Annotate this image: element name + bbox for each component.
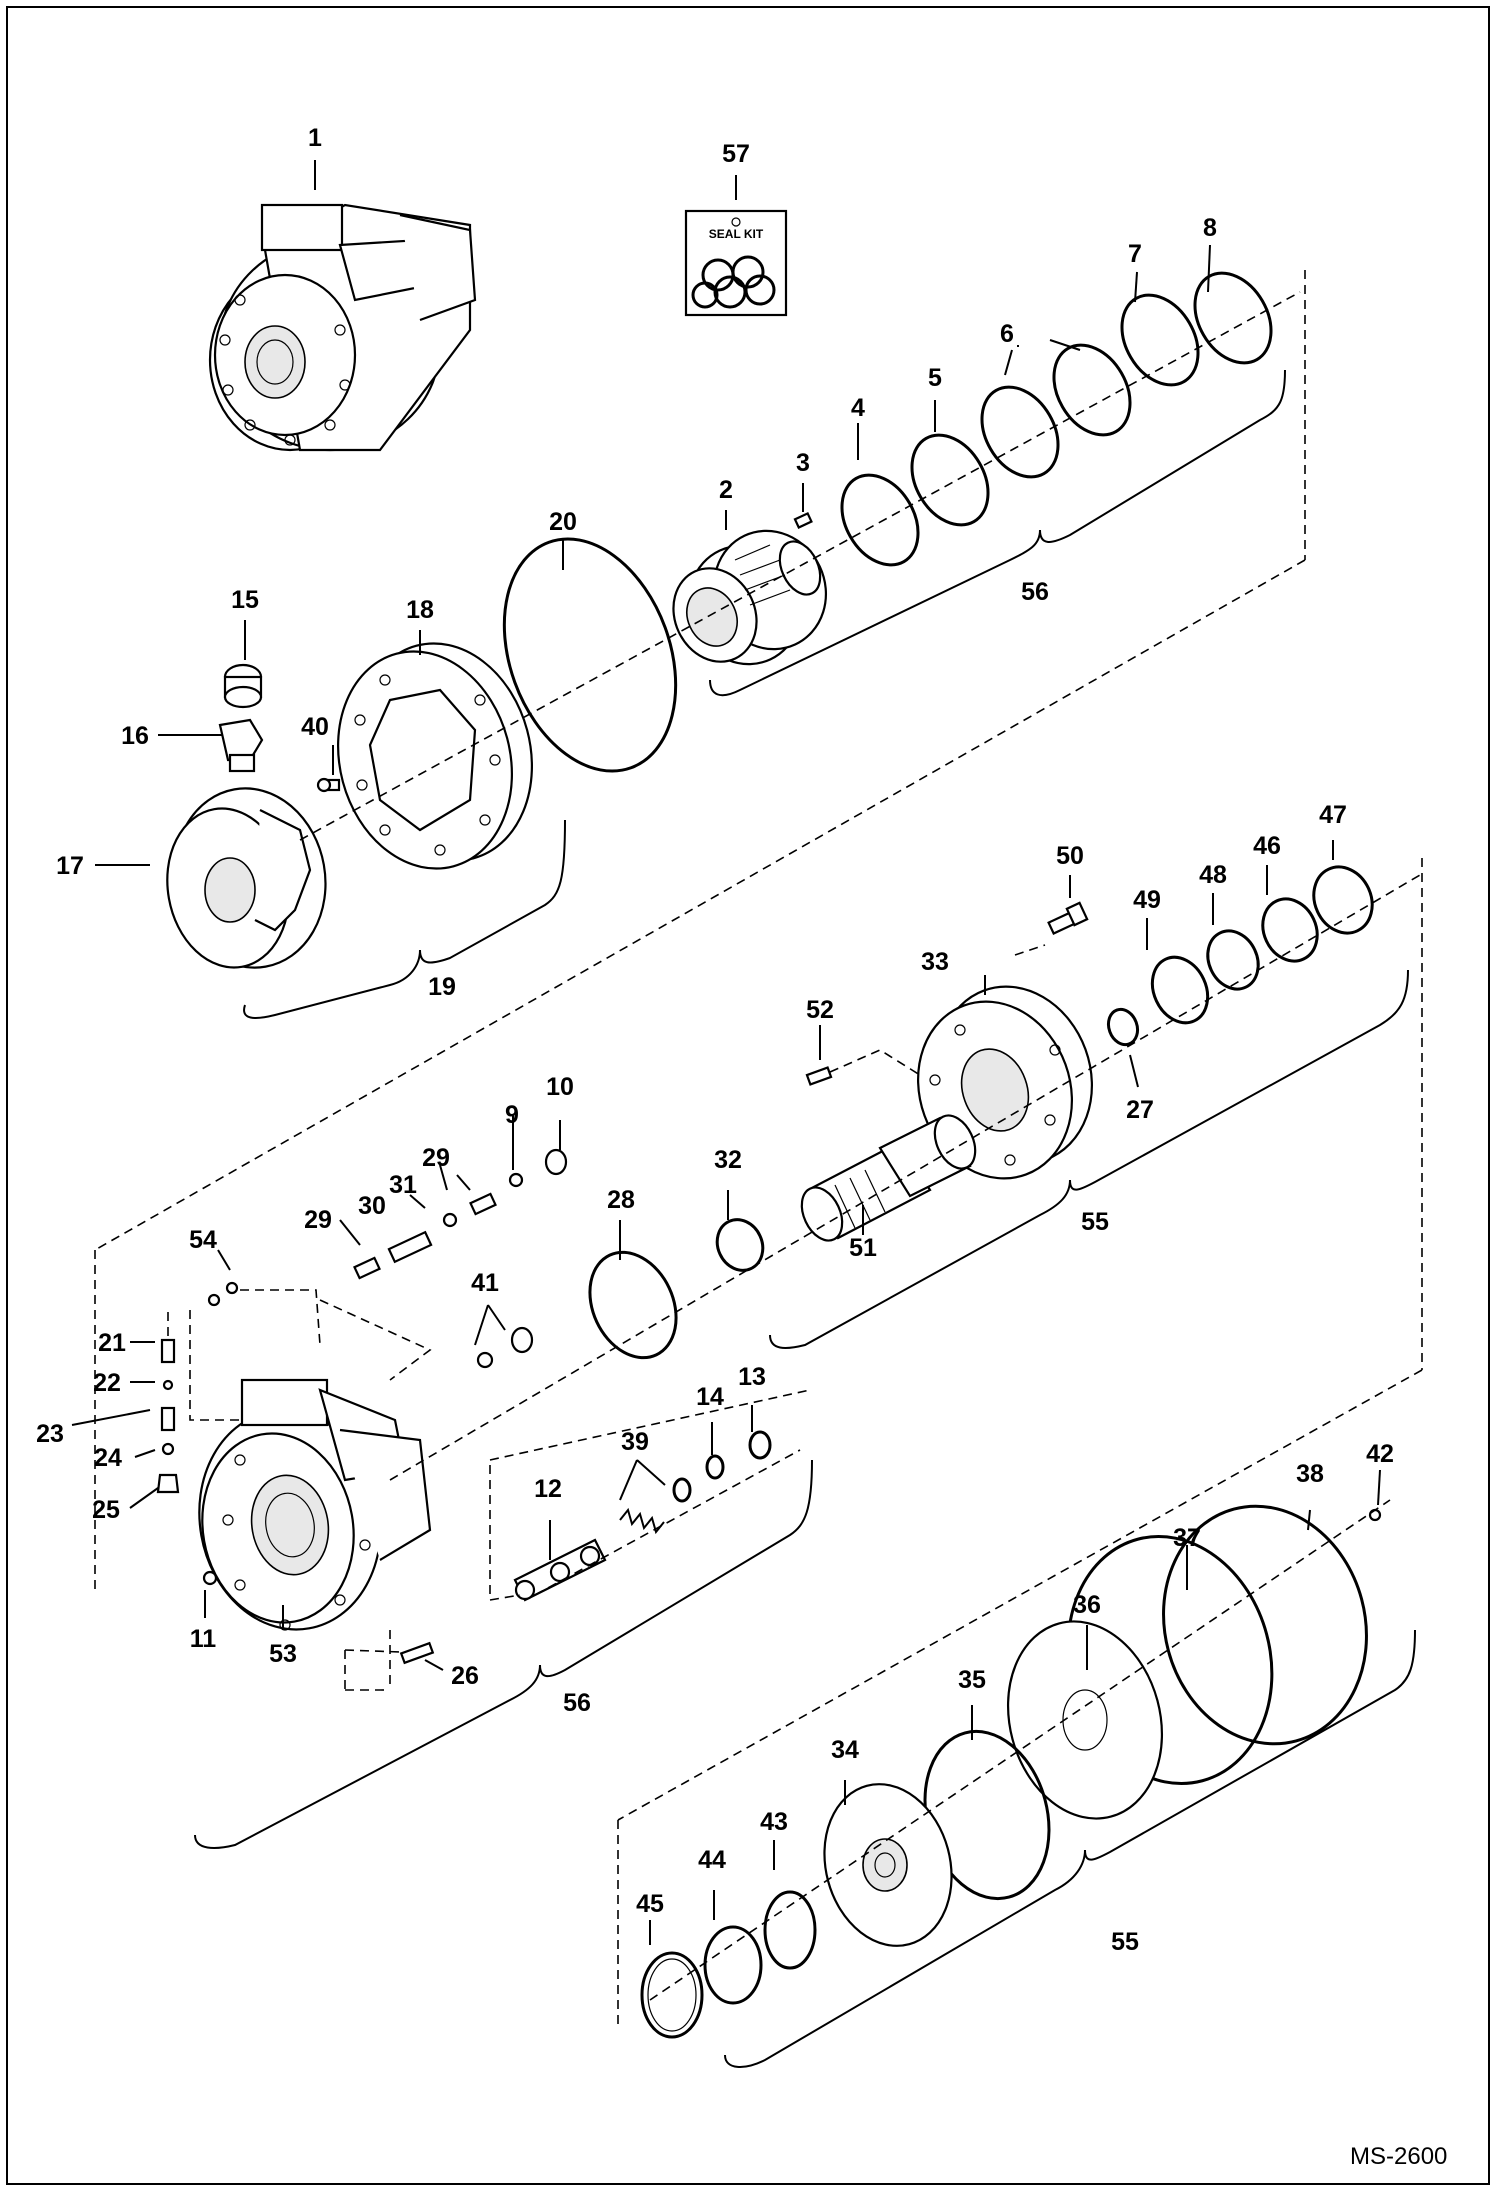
callout-19: 19 — [428, 973, 456, 1001]
leader-lines — [71, 160, 1381, 1945]
callout-40: 40 — [301, 713, 329, 741]
callout-46: 46 — [1253, 832, 1281, 860]
callout-22: 22 — [93, 1369, 121, 1397]
brake-spool-drawing — [513, 1538, 607, 1602]
callout-29a: 29 — [304, 1206, 332, 1234]
callout-5: 5 — [928, 364, 942, 392]
callout-36: 36 — [1073, 1591, 1101, 1619]
callout-24: 24 — [94, 1444, 122, 1472]
callout-17: 17 — [56, 852, 84, 880]
seal-kit-label: SEAL KIT — [709, 227, 764, 241]
callout-31: 31 — [389, 1171, 417, 1199]
callout-47: 47 — [1319, 801, 1347, 829]
callout-34: 34 — [831, 1736, 859, 1764]
callout-27: 27 — [1126, 1096, 1154, 1124]
callout-57: 57 — [722, 140, 750, 168]
callout-54: 54 — [189, 1226, 217, 1254]
plug-seal-drawing — [476, 1326, 534, 1369]
plug-small-drawing — [202, 1570, 218, 1586]
plug-drawing — [223, 663, 263, 709]
callout-10: 10 — [546, 1073, 574, 1101]
callout-56a: 56 — [1021, 578, 1049, 606]
motor-assembly-drawing — [208, 203, 477, 452]
shaft-rings-drawing — [1106, 865, 1374, 1047]
housing-ring-drawing — [337, 642, 533, 870]
callout-29b: 29 — [422, 1144, 450, 1172]
callout-labels: 1 2 3 4 5 6 7 8 9 10 11 12 13 14 15 16 1… — [36, 124, 1394, 1956]
callout-9: 9 — [505, 1101, 519, 1129]
end-cap-drawing — [166, 787, 327, 969]
callout-7: 7 — [1128, 240, 1142, 268]
fitting-drawing — [218, 718, 264, 773]
dowel-pin-drawing — [805, 1066, 833, 1086]
seal-kit-drawing: SEAL KIT — [684, 209, 788, 317]
callout-43: 43 — [760, 1808, 788, 1836]
o-ring-drawing — [588, 1250, 678, 1360]
callout-6: 6 — [1000, 320, 1014, 348]
callout-35: 35 — [958, 1666, 986, 1694]
seal-rings-drawing — [840, 271, 1273, 567]
main-housing-drawing — [198, 1378, 432, 1631]
callout-16: 16 — [121, 722, 149, 750]
callout-32: 32 — [714, 1146, 742, 1174]
valve-spool-drawing — [353, 1148, 568, 1280]
group-braces — [194, 369, 1416, 2068]
callout-21: 21 — [98, 1329, 126, 1357]
callout-26: 26 — [451, 1662, 479, 1690]
figure-reference: MS-2600 — [1350, 2143, 1447, 2170]
callout-8: 8 — [1203, 214, 1217, 242]
callout-44: 44 — [698, 1846, 726, 1874]
screw-drawing — [316, 777, 341, 793]
callout-55b: 55 — [1111, 1928, 1139, 1956]
callout-55a: 55 — [1081, 1208, 1109, 1236]
callout-11: 11 — [190, 1625, 217, 1653]
small-plugs-drawing — [207, 1281, 239, 1307]
callout-51: 51 — [849, 1234, 877, 1262]
callout-25: 25 — [92, 1496, 120, 1524]
callout-53: 53 — [269, 1640, 297, 1668]
callout-15: 15 — [231, 586, 259, 614]
piston-drawing — [672, 529, 828, 666]
manifold-drawing — [916, 985, 1094, 1180]
figure-frame — [6, 6, 1490, 2185]
callout-39: 39 — [621, 1428, 649, 1456]
callout-49: 49 — [1133, 886, 1161, 914]
large-o-ring-drawing — [502, 537, 678, 773]
callout-56b: 56 — [563, 1689, 591, 1717]
callout-3: 3 — [796, 449, 810, 477]
callout-42: 42 — [1366, 1440, 1394, 1468]
callout-14: 14 — [696, 1383, 724, 1411]
callout-50: 50 — [1056, 842, 1084, 870]
callout-33: 33 — [921, 948, 949, 976]
callout-18: 18 — [406, 596, 434, 624]
bushing-drawing — [715, 1218, 765, 1272]
check-valve-drawing — [156, 1338, 180, 1494]
axis-dash-lines — [94, 270, 1423, 2025]
callout-20: 20 — [549, 508, 577, 536]
callout-13: 13 — [738, 1363, 766, 1391]
callout-2: 2 — [719, 476, 733, 504]
callout-28: 28 — [607, 1186, 635, 1214]
callout-48: 48 — [1199, 861, 1227, 889]
drive-shaft-drawing — [800, 1114, 977, 1242]
pin-drawing — [793, 511, 813, 529]
callout-38: 38 — [1296, 1460, 1324, 1488]
callout-52: 52 — [806, 996, 834, 1024]
callout-4: 4 — [851, 394, 865, 422]
callout-30: 30 — [358, 1192, 386, 1220]
callout-41: 41 — [471, 1269, 499, 1297]
brake-assembly-drawing — [640, 1504, 1382, 2039]
callout-1: 1 — [308, 124, 322, 152]
callout-37: 37 — [1173, 1524, 1201, 1552]
long-bolt-drawing — [399, 1641, 435, 1665]
callout-45: 45 — [636, 1890, 664, 1918]
callout-23: 23 — [36, 1420, 64, 1448]
bolt-drawing — [1047, 901, 1089, 935]
callout-12: 12 — [534, 1475, 562, 1503]
